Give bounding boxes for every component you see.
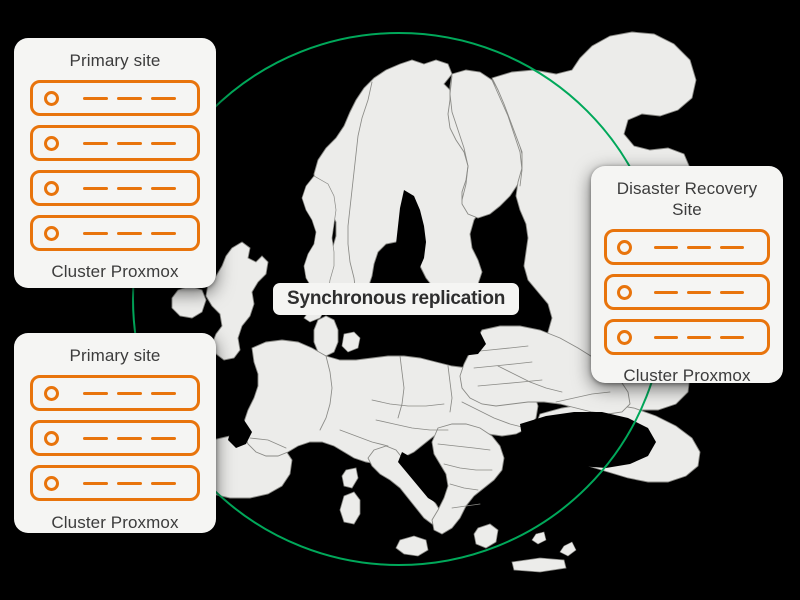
server-node[interactable] xyxy=(30,80,200,116)
status-led-icon xyxy=(44,475,59,491)
card-footer-label: Cluster Proxmox xyxy=(51,262,179,281)
server-node[interactable] xyxy=(30,420,200,456)
status-led-icon xyxy=(617,239,632,255)
card-primary-site-top[interactable]: Primary site xyxy=(14,38,216,288)
server-list xyxy=(30,375,200,501)
server-node[interactable] xyxy=(30,170,200,206)
server-node[interactable] xyxy=(30,215,200,251)
status-led-icon xyxy=(44,225,59,241)
server-bars-icon xyxy=(654,290,744,294)
server-bars-icon xyxy=(83,231,176,235)
synchronous-replication-label: Synchronous replication xyxy=(273,283,520,315)
server-node[interactable] xyxy=(604,319,770,355)
card-primary-site-bottom[interactable]: Primary site Cluster Proxmox xyxy=(14,333,216,533)
server-node[interactable] xyxy=(30,465,200,501)
server-list xyxy=(30,80,200,251)
card-footer-label: Cluster Proxmox xyxy=(623,366,751,385)
status-led-icon xyxy=(44,90,59,106)
server-node[interactable] xyxy=(30,125,200,161)
status-led-icon xyxy=(617,284,632,300)
server-bars-icon xyxy=(83,436,176,440)
server-list xyxy=(604,229,770,355)
server-bars-icon xyxy=(83,141,176,145)
status-led-icon xyxy=(44,180,59,196)
server-bars-icon xyxy=(83,391,176,395)
server-node[interactable] xyxy=(604,274,770,310)
status-led-icon xyxy=(44,430,59,446)
status-led-icon xyxy=(44,135,59,151)
card-disaster-recovery-site[interactable]: Disaster Recovery Site Cluster xyxy=(591,166,783,385)
server-bars-icon xyxy=(83,186,176,190)
server-bars-icon xyxy=(83,96,176,100)
server-node[interactable] xyxy=(30,375,200,411)
card-title: Primary site xyxy=(69,346,161,365)
status-led-icon xyxy=(617,329,632,345)
server-bars-icon xyxy=(654,245,744,249)
server-node[interactable] xyxy=(604,229,770,265)
server-bars-icon xyxy=(654,335,744,339)
card-footer-label: Cluster Proxmox xyxy=(51,513,179,532)
card-title: Disaster Recovery Site xyxy=(616,179,758,219)
card-title: Primary site xyxy=(69,51,161,70)
server-bars-icon xyxy=(83,481,176,485)
status-led-icon xyxy=(44,385,59,401)
